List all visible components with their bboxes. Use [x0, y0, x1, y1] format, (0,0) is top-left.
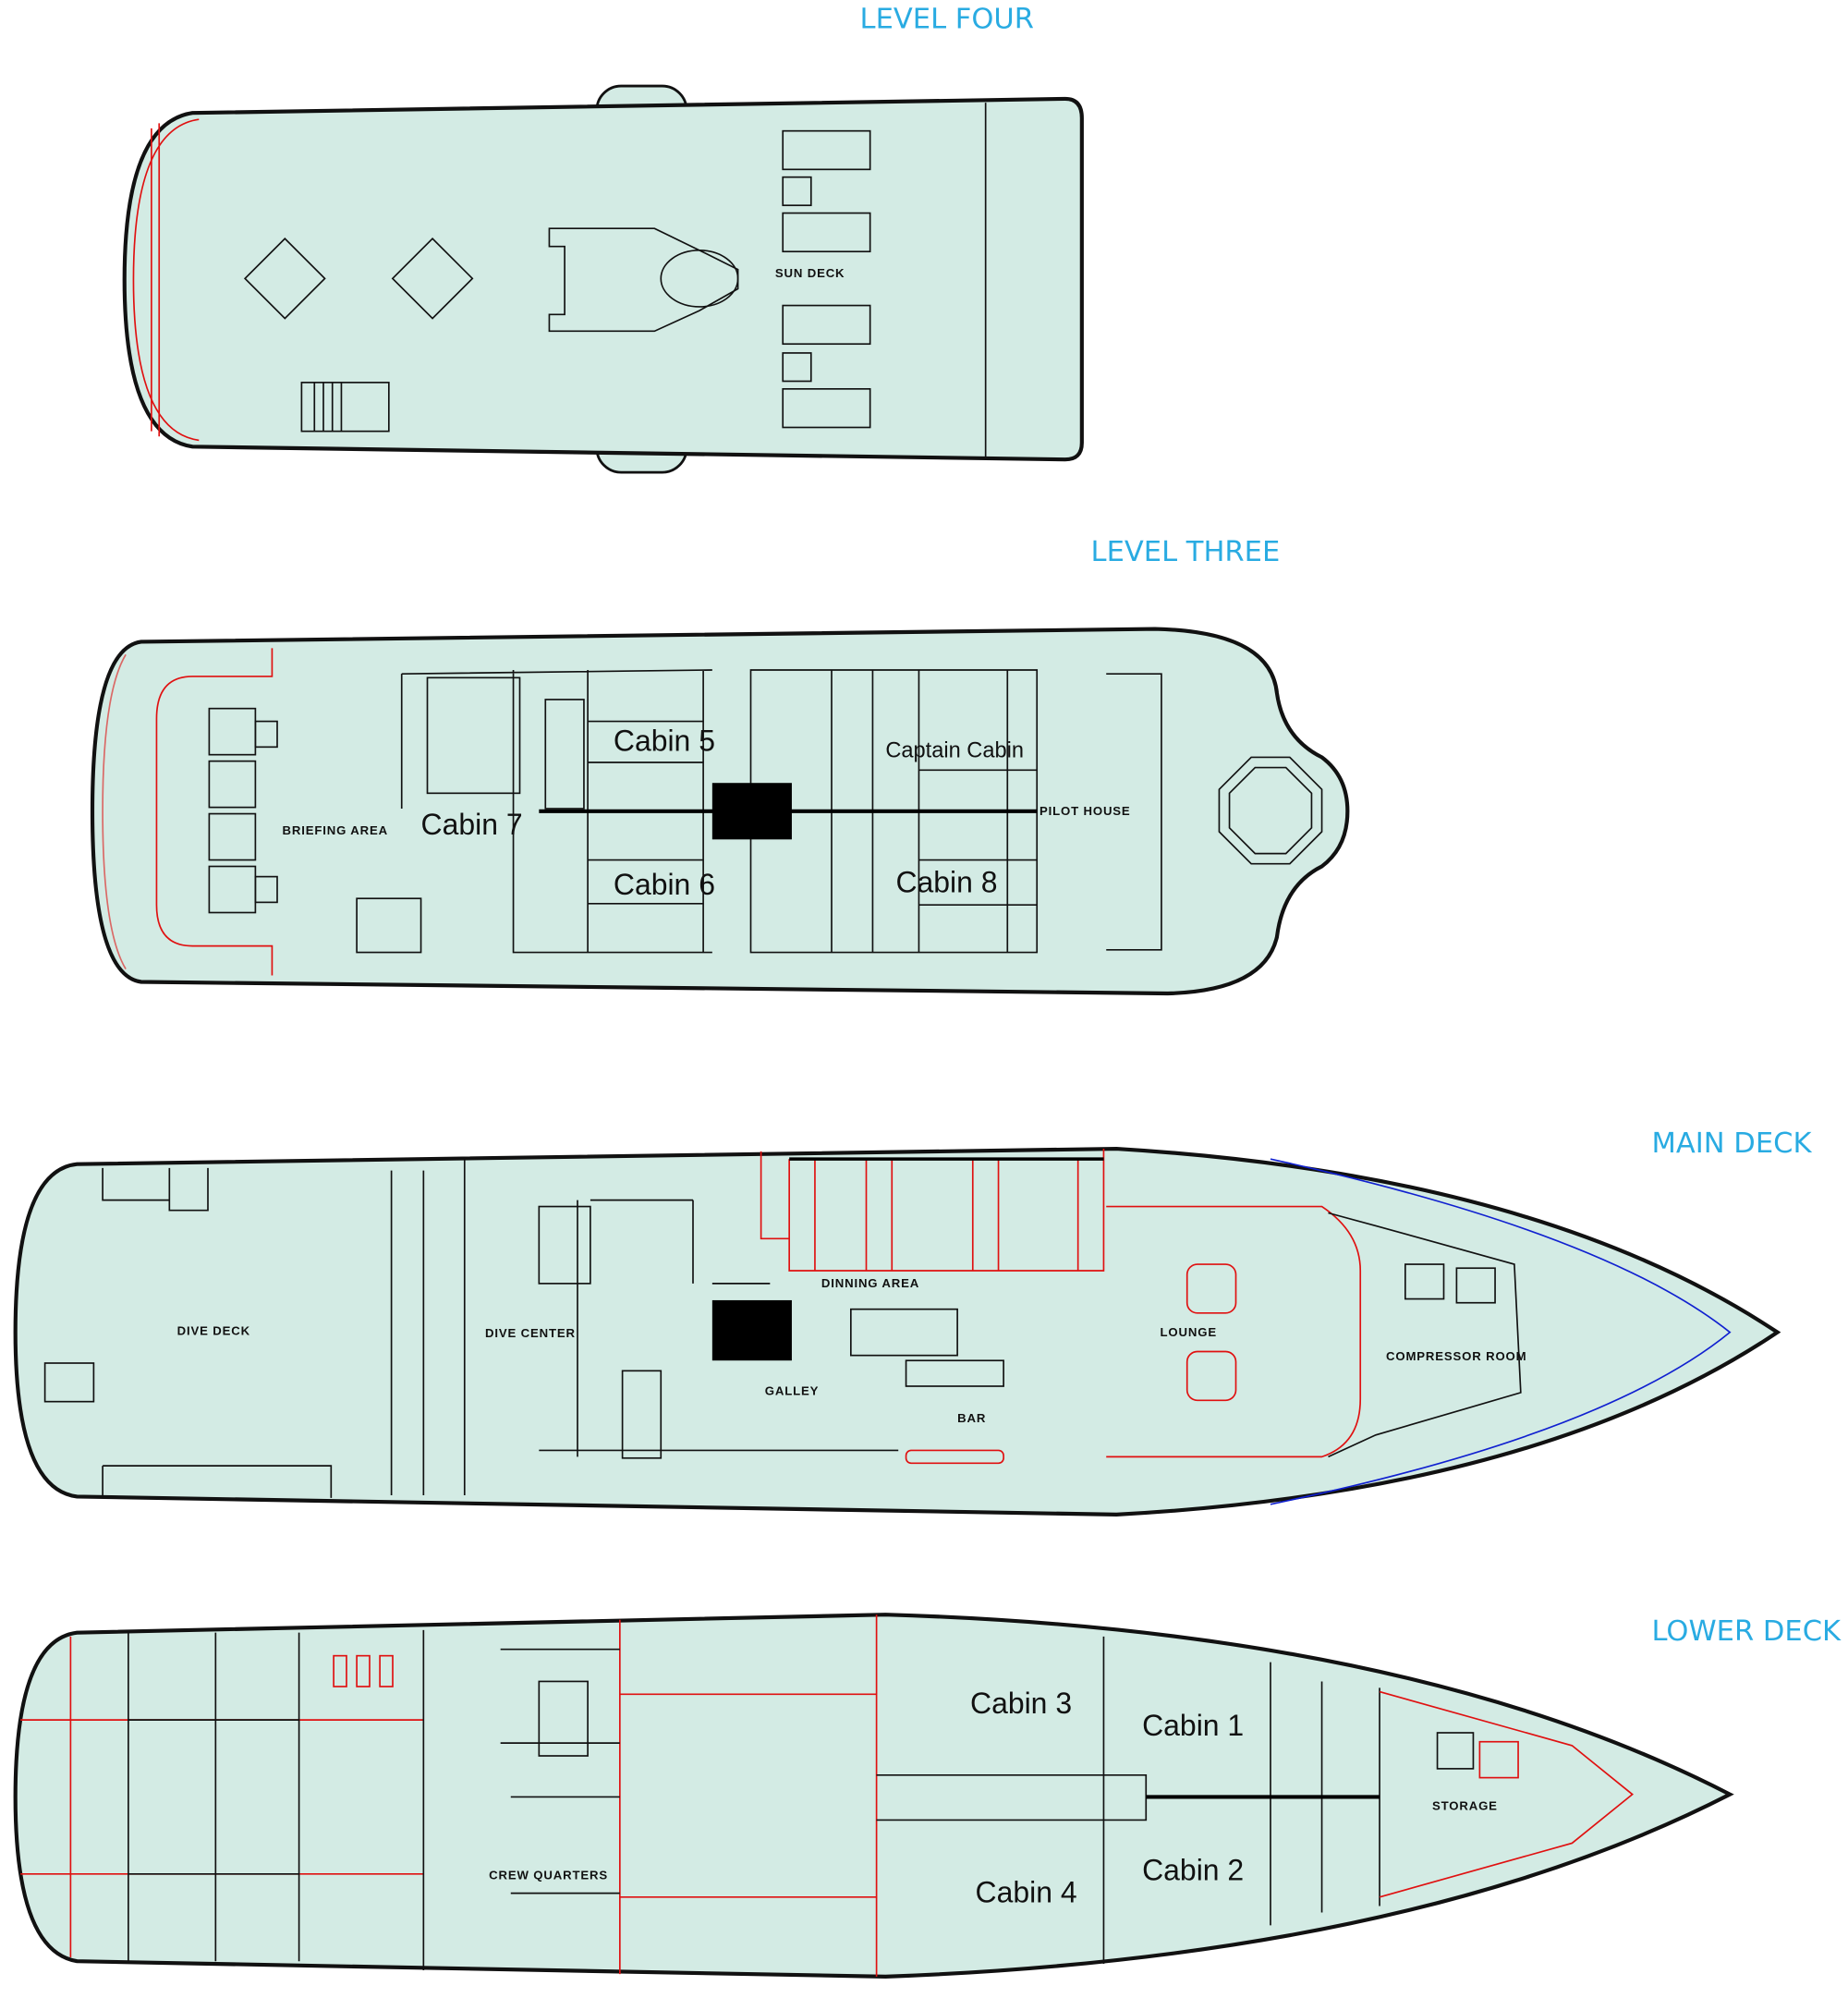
captain-cabin-label: Captain Cabin [885, 738, 1024, 762]
sun-deck-label: SUN DECK [775, 266, 845, 280]
dinning-area-label: DINNING AREA [821, 1276, 919, 1290]
galley-label: GALLEY [765, 1384, 819, 1398]
cabin-3-label: Cabin 3 [970, 1687, 1072, 1720]
cabin-6-label: Cabin 6 [614, 868, 715, 901]
main-deck: MAIN DECK DIVE DECK DIVE CENTER DINNING … [13, 1127, 1813, 1517]
cabin-7-label: Cabin 7 [421, 808, 523, 841]
cabin-5-label: Cabin 5 [614, 725, 715, 758]
cabin-1-label: Cabin 1 [1142, 1709, 1244, 1742]
level-three: LEVEL THREE BRIEFING AREA Cabin 7 Cabin … [90, 536, 1350, 996]
compressor-room-label: COMPRESSOR ROOM [1386, 1349, 1526, 1363]
cabin-2-label: Cabin 2 [1142, 1854, 1244, 1887]
level-four-title: LEVEL FOUR [860, 4, 1034, 36]
cabin-8-label: Cabin 8 [895, 865, 997, 898]
dive-deck-label: DIVE DECK [177, 1323, 250, 1337]
level-four: LEVEL FOUR SUN DECK [122, 4, 1084, 474]
briefing-seats [208, 707, 278, 914]
sunbeds [782, 129, 871, 429]
stairs-level-four [300, 382, 390, 432]
crew-quarters-label: CREW QUARTERS [489, 1868, 608, 1882]
level-four-hull [122, 96, 1084, 462]
pilot-house-label: PILOT HOUSE [1040, 804, 1131, 818]
dive-center-label: DIVE CENTER [485, 1326, 576, 1340]
mast-block-main [711, 1299, 792, 1361]
main-deck-title: MAIN DECK [1652, 1127, 1813, 1160]
lower-deck: LOWER DECK CREW QUARTERS Cabin 3 Cabin 1… [13, 1613, 1842, 1979]
lower-deck-hull [13, 1613, 1734, 1979]
storage-label: STORAGE [1432, 1798, 1498, 1812]
bar-label: BAR [957, 1411, 986, 1425]
level-three-title: LEVEL THREE [1091, 536, 1281, 568]
table-set-2 [391, 237, 474, 320]
cabin-4-label: Cabin 4 [976, 1875, 1077, 1908]
briefing-area-label: BRIEFING AREA [283, 823, 388, 837]
lounge-label: LOUNGE [1161, 1325, 1217, 1339]
helipad-octagon [1218, 756, 1323, 865]
table-set-1 [243, 237, 326, 320]
main-deck-hull [13, 1146, 1781, 1517]
lower-deck-title: LOWER DECK [1652, 1615, 1842, 1648]
